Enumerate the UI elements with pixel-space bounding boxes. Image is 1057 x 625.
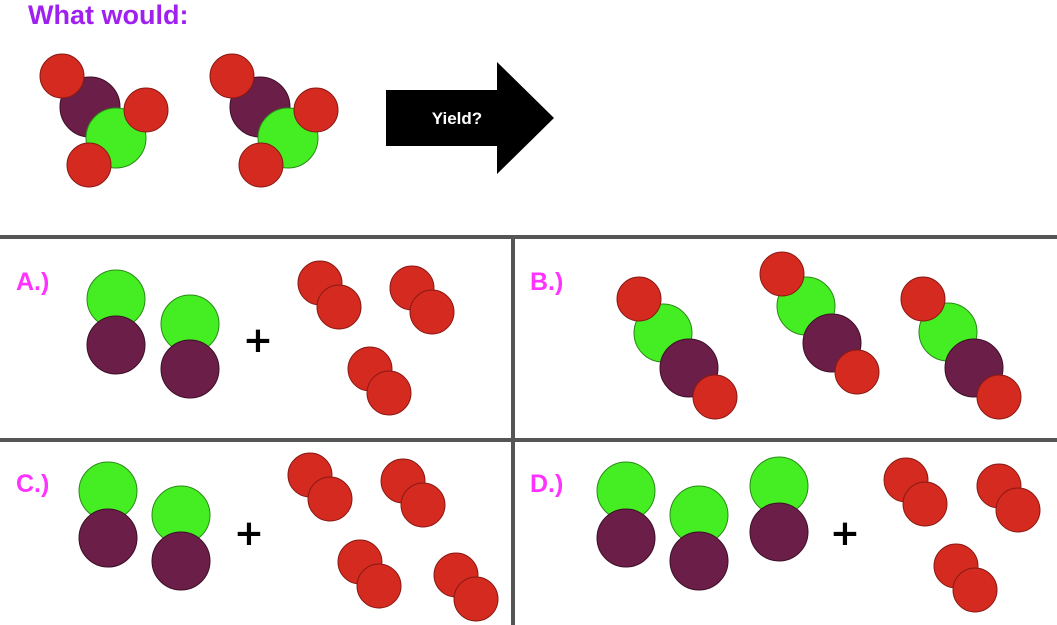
red-atom — [366, 370, 412, 416]
option-b[interactable]: B.) — [530, 251, 1022, 420]
molecule-green-purple — [86, 269, 146, 375]
option-c[interactable]: C.) + — [16, 452, 499, 622]
red-atom — [902, 481, 948, 527]
answer-grid-dividers — [0, 235, 1057, 625]
purple-atom — [596, 508, 656, 568]
option-a[interactable]: A.) + — [16, 260, 455, 416]
molecule-red-red — [337, 539, 402, 609]
molecule-red-red — [389, 265, 455, 335]
purple-atom — [86, 315, 146, 375]
red-atom — [66, 142, 112, 188]
red-atom — [759, 251, 805, 297]
red-atom — [307, 476, 353, 522]
red-atom — [123, 87, 169, 133]
red-atom — [356, 563, 402, 609]
molecule-red-green-purple-red — [900, 276, 1022, 420]
plus-sign: + — [243, 320, 273, 361]
molecule-red-red — [287, 452, 353, 522]
plus-sign: + — [234, 513, 264, 554]
red-atom — [952, 567, 998, 613]
molecule-red-red — [380, 458, 446, 528]
option-d[interactable]: D.) + — [530, 456, 1041, 613]
purple-atom — [78, 508, 138, 568]
molecule-green-purple — [669, 485, 729, 591]
red-atom — [995, 487, 1041, 533]
option-label: A.) — [16, 268, 49, 296]
molecule-red-red — [976, 463, 1041, 533]
red-atom — [976, 374, 1022, 420]
molecule-red-red — [297, 260, 362, 330]
red-atom — [453, 576, 499, 622]
arrow-label: Yield? — [432, 109, 482, 128]
red-atom — [238, 142, 284, 188]
option-label: D.) — [530, 470, 563, 498]
plus-sign: + — [830, 513, 860, 554]
red-atom — [293, 87, 339, 133]
molecule-red-red — [883, 457, 948, 527]
purple-atom — [749, 502, 809, 562]
molecule-red-red — [933, 543, 998, 613]
molecule-green-purple — [596, 461, 656, 568]
red-atom — [692, 374, 738, 420]
option-label: C.) — [16, 470, 49, 498]
purple-atom — [151, 531, 211, 591]
molecule-green-purple — [151, 485, 211, 591]
molecule-red-green-purple-red — [616, 276, 738, 420]
molecule-green-purple — [749, 456, 809, 562]
red-atom — [900, 276, 946, 322]
red-atom — [616, 276, 662, 322]
red-atom — [209, 53, 255, 99]
molecule-green-purple — [78, 461, 138, 568]
purple-atom — [669, 531, 729, 591]
reactant-molecule-2 — [209, 53, 339, 188]
question-title: What would: — [28, 0, 188, 30]
molecule-red-red — [347, 346, 412, 416]
red-atom — [409, 289, 455, 335]
red-atom — [39, 53, 85, 99]
molecule-red-red — [433, 552, 499, 622]
reactant-molecule-1 — [39, 53, 169, 188]
option-label: B.) — [530, 268, 563, 296]
purple-atom — [160, 339, 220, 399]
red-atom — [316, 284, 362, 330]
molecule-green-purple — [160, 294, 220, 399]
arrow-shape-icon — [386, 62, 554, 174]
red-atom — [834, 349, 880, 395]
red-atom — [400, 482, 446, 528]
yield-arrow: Yield? — [386, 62, 554, 174]
molecule-red-green-purple-red — [759, 251, 880, 395]
